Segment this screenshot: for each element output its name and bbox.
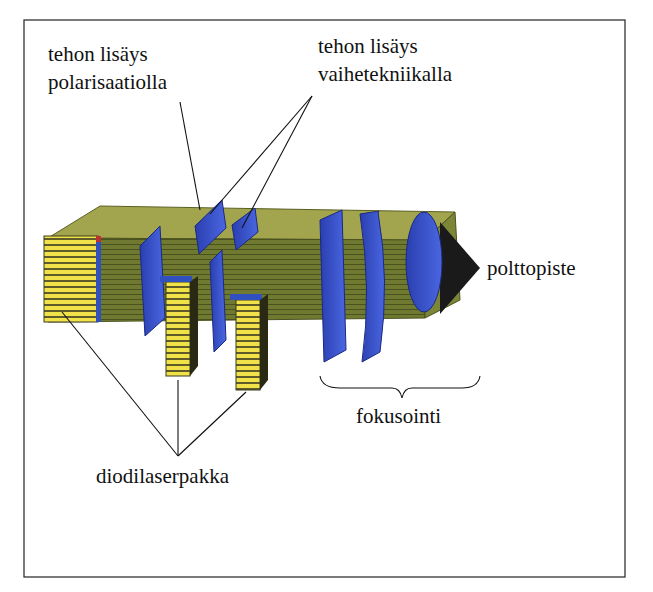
stack-edge-red (96, 236, 101, 242)
phase-plate-top (232, 208, 258, 250)
leader-line (178, 392, 246, 456)
leader-line (242, 96, 312, 228)
focal-cone (440, 222, 480, 314)
leader-line (210, 96, 312, 214)
leader-lines (62, 96, 480, 456)
leader-line (62, 312, 178, 456)
stack-edge (230, 294, 262, 300)
brace (320, 376, 480, 398)
diode-stack (166, 282, 190, 376)
callout-label: polttopiste (487, 254, 617, 282)
callout-label: diodilaserpakka (96, 462, 316, 490)
diode-stack (236, 300, 260, 390)
focus-cylinder-lens (360, 211, 385, 362)
stack-edge (96, 236, 101, 322)
callout-label: tehon lisäys polarisaatiolla (48, 40, 213, 96)
callout-label: fokusointi (356, 402, 486, 430)
phase-plate (210, 250, 226, 352)
frame (24, 20, 625, 577)
focus-plate (320, 210, 346, 362)
callout-label: tehon lisäys vaihetekniikalla (318, 32, 513, 88)
leader-line (177, 380, 178, 456)
diode-stack (44, 236, 98, 322)
focus-lens (406, 212, 442, 312)
stack-shadow (190, 276, 198, 376)
leader-line (180, 102, 200, 210)
stack-shadow (260, 294, 268, 390)
stack-edge (160, 276, 192, 282)
